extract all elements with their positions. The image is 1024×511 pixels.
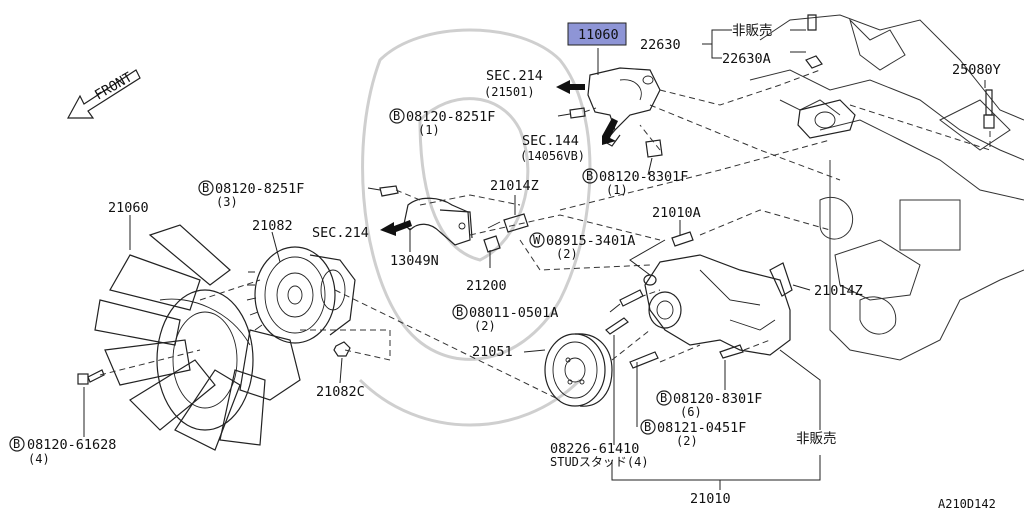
bolt-8301F-low[interactable]: B 08120-8301F (6)	[656, 390, 762, 419]
stud-61410-sub: STUDスタッド(4)	[550, 455, 649, 469]
part-21060-label[interactable]: 21060	[108, 200, 149, 216]
front-label: FRONT	[92, 69, 135, 103]
water-pump	[643, 254, 793, 356]
bolt-8301F-top-qty: (1)	[606, 183, 628, 197]
part-22630-label[interactable]: 22630	[640, 37, 681, 53]
pump-bolt-0501A	[619, 289, 644, 307]
part-21010-label[interactable]: 21010	[690, 491, 731, 507]
washer-circle-letter: W	[533, 233, 541, 247]
pump-bolt-8301F-low	[629, 351, 659, 369]
sensor-25080Y	[983, 89, 995, 129]
assembly-dashed-lines	[99, 69, 991, 401]
diagram-id: A210D142	[938, 497, 996, 511]
outlet-bolt	[379, 185, 399, 197]
bolt-8301F-top-label[interactable]: 08120-8301F	[599, 169, 688, 185]
stud-61410-label[interactable]: 08226-61410	[550, 441, 639, 457]
water-inlet-11060	[587, 67, 661, 147]
head-flange	[797, 99, 856, 139]
bolt-8301F-low-qty: (6)	[680, 405, 702, 419]
cooling-fan	[94, 224, 301, 451]
sec214-mid-label[interactable]: SEC.214	[312, 225, 369, 241]
part-21051-label[interactable]: 21051	[472, 344, 513, 360]
bolt-circle-letter: B	[456, 305, 463, 319]
part-13049N-label[interactable]: 13049N	[390, 253, 439, 269]
part-11060-label[interactable]: 11060	[578, 27, 619, 43]
bolt-61628-qty: (4)	[28, 452, 50, 466]
nut-21082C	[333, 341, 351, 357]
bolt-0501A-qty: (2)	[474, 319, 496, 333]
part-25080Y-label[interactable]: 25080Y	[952, 62, 1001, 78]
front-arrow-icon	[66, 69, 141, 119]
fan-bolt	[77, 369, 105, 385]
bolt-0451F[interactable]: B 08121-0451F (2)	[640, 419, 746, 448]
sec214-top-sub: (21501)	[484, 85, 535, 99]
pump-washer-21010A	[671, 231, 694, 247]
bolt-8251F-mid-qty: (3)	[216, 195, 238, 209]
part-21082-label[interactable]: 21082	[252, 218, 293, 234]
part-21010A-label[interactable]: 21010A	[652, 205, 701, 221]
bolt-61628[interactable]: B 08120-61628 (4)	[9, 436, 116, 466]
fan-coupling	[246, 246, 356, 344]
bolt-circle-letter: B	[393, 109, 400, 123]
part-21014Z-top-label[interactable]: 21014Z	[490, 178, 539, 194]
sec214-mid-arrow-icon	[380, 220, 412, 236]
part-21014Z-right-label[interactable]: 21014Z	[814, 283, 863, 299]
nonsale-top-label: 非販売	[732, 23, 773, 39]
bolt-circle-letter: B	[202, 181, 209, 195]
sec214-top-label[interactable]: SEC.214	[486, 68, 543, 84]
pump-bolt-0451F	[719, 344, 744, 359]
bolt-0501A[interactable]: B 08011-0501A (2)	[452, 304, 558, 333]
bolt-circle-letter: B	[586, 169, 593, 183]
gasket-21014Z	[487, 213, 529, 233]
washer-3401A[interactable]: W 08915-3401A (2)	[529, 232, 635, 261]
water-outlet-13049N	[403, 197, 473, 246]
temp-sensor-22630	[805, 14, 823, 69]
sec144-sub: (14056VB)	[520, 149, 585, 163]
pump-stud	[605, 317, 629, 335]
bolt-8301F-top[interactable]: B 08120-8301F (1)	[582, 168, 688, 197]
nonsale-low-label: 非販売	[796, 431, 837, 447]
bolt-8251F-top[interactable]: B 08120-8251F (1)	[389, 108, 495, 137]
leader-lines	[83, 29, 986, 490]
inlet-bolt-top	[569, 107, 586, 119]
part-21082C-label[interactable]: 21082C	[316, 384, 365, 400]
bolt-8251F-mid-label[interactable]: 08120-8251F	[215, 181, 304, 197]
sec144-label[interactable]: SEC.144	[522, 133, 579, 149]
bolt-8251F-top-qty: (1)	[418, 123, 440, 137]
part-21200-label[interactable]: 21200	[466, 278, 507, 294]
bolt-circle-letter: B	[13, 437, 20, 451]
bolt-0451F-qty: (2)	[676, 434, 698, 448]
washer-3401A-qty: (2)	[556, 247, 578, 261]
watermark-emblem	[358, 28, 592, 427]
water-pump-pulley	[544, 333, 613, 407]
bolt-circle-letter: B	[660, 391, 667, 405]
bolt-8301F-low-label[interactable]: 08120-8301F	[673, 391, 762, 407]
part-22630A-label[interactable]: 22630A	[722, 51, 771, 67]
bolt-0501A-label[interactable]: 08011-0501A	[469, 305, 558, 321]
bolt-circle-letter: B	[644, 420, 651, 434]
inlet-bolt-8301F	[645, 139, 663, 158]
thermostat-21200	[483, 235, 501, 253]
bolt-0451F-label[interactable]: 08121-0451F	[657, 420, 746, 436]
bolt-8251F-top-label[interactable]: 08120-8251F	[406, 109, 495, 125]
bolt-61628-label[interactable]: 08120-61628	[27, 437, 116, 453]
bolt-8251F-mid[interactable]: B 08120-8251F (3)	[198, 180, 304, 209]
washer-3401A-label[interactable]: 08915-3401A	[546, 233, 635, 249]
part-11060-highlight[interactable]	[567, 22, 627, 46]
sec144-arrow-icon	[602, 118, 618, 145]
sec214-top-arrow-icon	[556, 80, 585, 94]
